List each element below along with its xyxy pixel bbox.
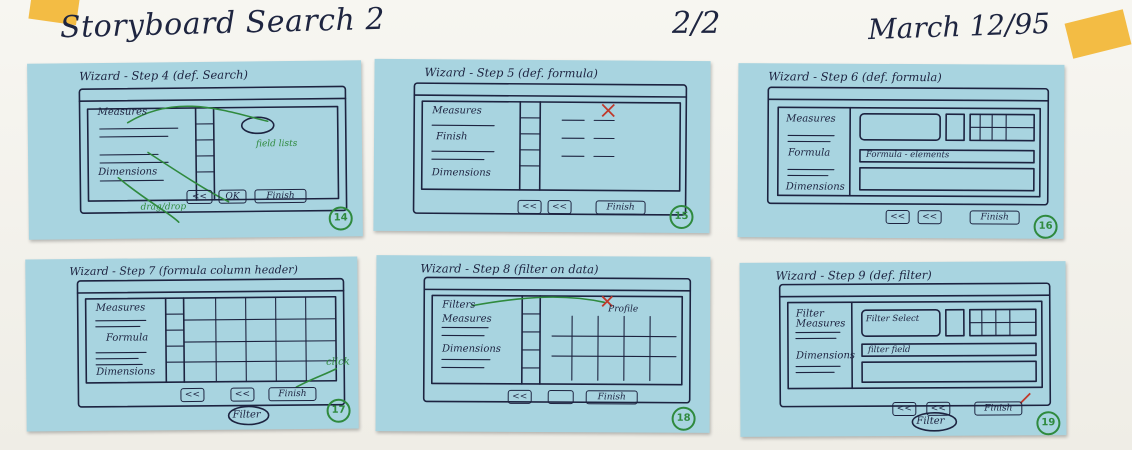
card-number: 16: [1034, 215, 1058, 239]
card-number: 15: [669, 205, 693, 229]
card-label: Formula: [106, 332, 148, 343]
back-button[interactable]: <<: [886, 210, 910, 224]
back-button[interactable]: <<: [518, 200, 542, 214]
card-note: filter field: [868, 345, 911, 355]
card-note: click: [326, 357, 350, 368]
storyboard-card: Wizard - Step 8 (filter on data) Filters…: [376, 255, 711, 433]
blank-button[interactable]: [548, 390, 574, 404]
sheet-title: Storyboard Search 2: [60, 2, 386, 45]
card-sketch: [27, 60, 363, 239]
storyboard-card: Wizard - Step 7 (formula column header) …: [25, 257, 358, 432]
card-note: field lists: [256, 139, 298, 149]
card-label: Dimensions: [796, 350, 855, 361]
back-button[interactable]: <<: [180, 388, 204, 402]
card-note: Filter: [233, 409, 261, 420]
card-label: Filters: [442, 299, 475, 310]
card-label: Dimensions: [442, 343, 501, 354]
storyboard-card: Wizard - Step 9 (def. filter) Filter Mea…: [740, 261, 1067, 437]
card-label: Measures: [98, 106, 148, 118]
next-button[interactable]: <<: [926, 402, 950, 416]
finish-button[interactable]: Finish: [974, 401, 1022, 415]
card-note: Profile: [608, 304, 638, 314]
finish-button[interactable]: Finish: [970, 210, 1020, 224]
card-sketch: [25, 257, 358, 432]
storyboard-card: Wizard - Step 6 (def. formula) Measures …: [738, 63, 1065, 239]
storyboard-card: Wizard - Step 5 (def. formula) Measures …: [373, 59, 710, 233]
tape-top-right: [1065, 9, 1132, 58]
card-label: Measures: [432, 105, 482, 116]
back-button[interactable]: <<: [186, 190, 212, 204]
sheet-date: March 12/95: [867, 7, 1050, 46]
card-label: Dimensions: [786, 181, 845, 192]
card-note: Filter: [916, 416, 944, 427]
card-label: Measures: [786, 113, 836, 124]
card-label: Measures: [96, 302, 146, 313]
card-label: Dimensions: [432, 167, 491, 178]
card-note: drag/drop: [141, 202, 187, 212]
finish-button[interactable]: Finish: [254, 189, 306, 204]
finish-button[interactable]: Finish: [596, 200, 646, 214]
card-number: 14: [329, 206, 353, 230]
finish-button[interactable]: Finish: [586, 390, 638, 404]
card-note: Filter Select: [866, 314, 919, 324]
card-sketch: [373, 59, 710, 233]
card-number: 18: [672, 407, 696, 431]
card-label: Finish: [436, 131, 467, 142]
next-button[interactable]: <<: [918, 210, 942, 224]
card-label: Formula: [788, 147, 830, 158]
card-label: Dimensions: [96, 366, 155, 378]
finish-button[interactable]: Finish: [268, 387, 316, 401]
next-button[interactable]: <<: [230, 387, 254, 401]
storyboard-card: Wizard - Step 4 (def. Search) Measures D…: [27, 60, 363, 239]
card-sketch: [376, 255, 711, 433]
card-label: Measures: [796, 318, 846, 329]
card-note: Formula - elements: [866, 150, 949, 160]
next-button[interactable]: <<: [548, 200, 572, 214]
card-label: Measures: [442, 313, 492, 324]
back-button[interactable]: <<: [892, 402, 916, 416]
page-number: 2/2: [672, 6, 720, 41]
card-number: 19: [1036, 411, 1060, 435]
ok-button[interactable]: OK: [218, 189, 246, 203]
card-number: 17: [326, 399, 350, 423]
card-label: Dimensions: [98, 166, 157, 178]
back-button[interactable]: <<: [508, 390, 532, 404]
